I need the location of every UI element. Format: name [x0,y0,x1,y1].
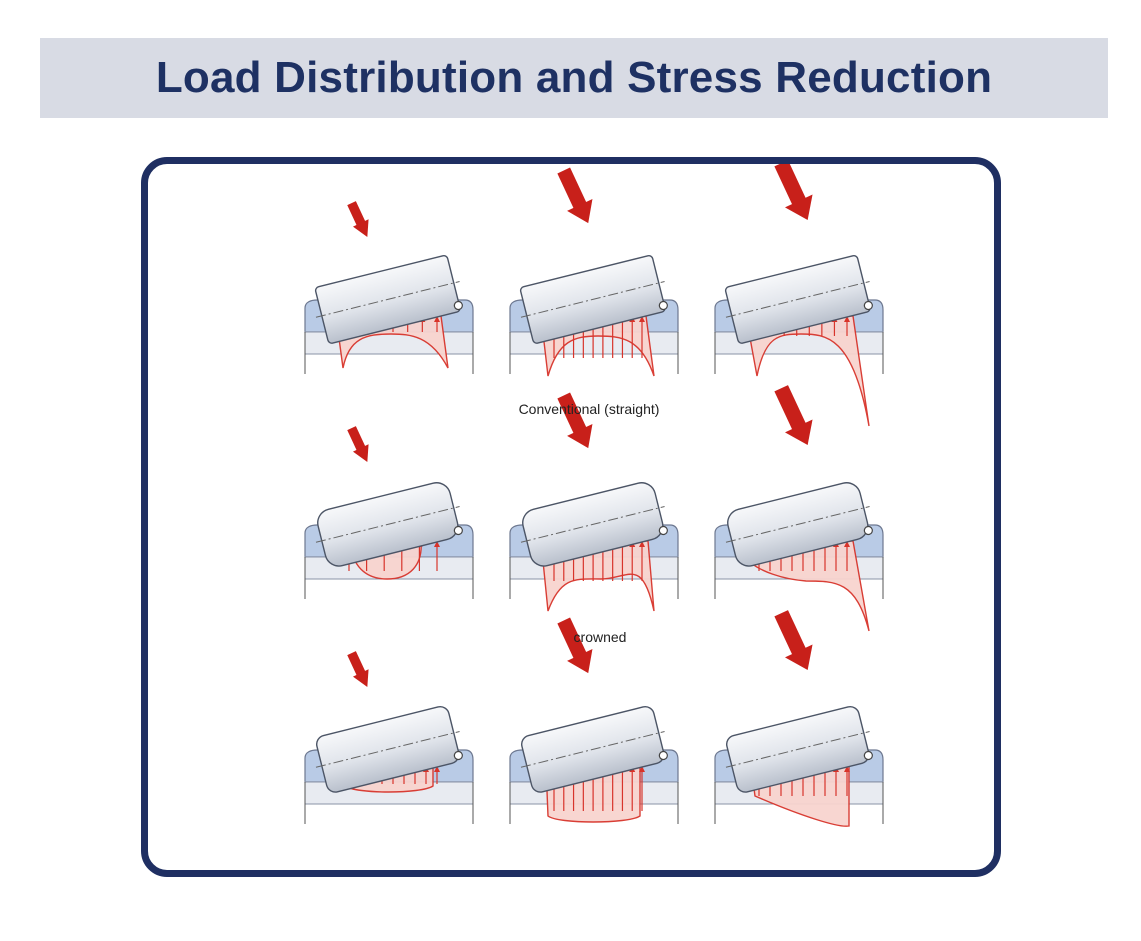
applied-load-arrow [557,392,593,449]
arrow-shaft [774,610,807,656]
caption-crowned: crowned [573,629,627,645]
bearing-conventional-heavy-misaligned [714,164,884,427]
applied-load-arrow [774,610,813,670]
bearing-logarithmic-heavy [509,617,679,824]
load-arrowhead [639,316,645,322]
arrow-head [567,199,593,224]
arrow-head [352,669,369,687]
bearing-logarithmic-light [304,651,474,824]
roller-axis [520,506,665,543]
load-arrowhead [434,541,440,547]
roller [725,706,873,793]
load-arrowhead [844,316,850,322]
roller-edge-marker [658,750,668,761]
arrow-shaft [557,617,587,660]
roller [520,482,668,567]
roller-axis [725,506,870,543]
roller [519,254,668,344]
arrow-shaft [347,201,366,227]
bearing-crowned-heavy-misaligned [714,385,884,632]
arrow-head [567,424,593,449]
arrow-shaft [557,392,587,435]
load-arrowhead [639,541,645,547]
load-curve [745,315,870,427]
bearing-crowned-heavy [509,392,679,612]
bearing-conventional-light [304,201,474,374]
roller-axis [725,731,870,768]
roller-axis [520,731,665,768]
applied-load-arrow [557,617,593,674]
arrow-shaft [347,426,366,452]
arrow-shaft [774,164,807,206]
arrow-head [784,194,813,220]
applied-load-arrow [347,651,369,687]
roller [315,706,463,793]
roller [725,482,873,567]
arrow-head [784,644,813,670]
roller-edge-marker [453,525,463,536]
page-title: Load Distribution and Stress Reduction [155,53,993,102]
roller-axis [520,281,665,318]
roller-axis [315,506,460,543]
arrow-head [784,419,813,445]
roller [520,706,668,793]
roller [724,254,873,344]
roller-edge-marker [863,750,873,761]
load-arrowhead [639,766,645,772]
bearing-crowned-light [304,426,474,599]
load-arrowhead [434,766,440,772]
title-bar: Load Distribution and Stress Reduction [40,38,1108,118]
roller-edge-marker [453,300,463,311]
arrow-shaft [347,651,366,677]
load-arrowhead [844,541,850,547]
applied-load-arrow [557,167,593,224]
roller-edge-marker [658,300,668,311]
load-arrowhead [844,766,850,772]
diagram-frame: Conventional (straight) crowned [141,157,1001,877]
roller-edge-marker [863,300,873,311]
load-curve [745,540,870,632]
roller-load-diagram [304,164,884,827]
roller-edge-marker [453,750,463,761]
arrow-head [352,444,369,462]
applied-load-arrow [774,385,813,445]
load-arrowhead [434,316,440,322]
roller-edge-marker [658,525,668,536]
arrow-head [352,219,369,237]
roller-axis [315,281,460,318]
roller [314,254,463,344]
roller-axis [315,731,460,768]
bearing-logarithmic-heavy-misaligned [714,610,884,827]
applied-load-arrow [774,164,813,220]
roller [315,482,463,567]
arrow-shaft [774,385,807,431]
arrow-head [567,649,593,674]
arrow-shaft [557,167,587,210]
roller-edge-marker [863,525,873,536]
roller-axis [725,281,870,318]
applied-load-arrow [347,201,369,237]
caption-conventional: Conventional (straight) [518,401,660,417]
bearing-conventional-heavy [509,167,679,377]
applied-load-arrow [347,426,369,462]
